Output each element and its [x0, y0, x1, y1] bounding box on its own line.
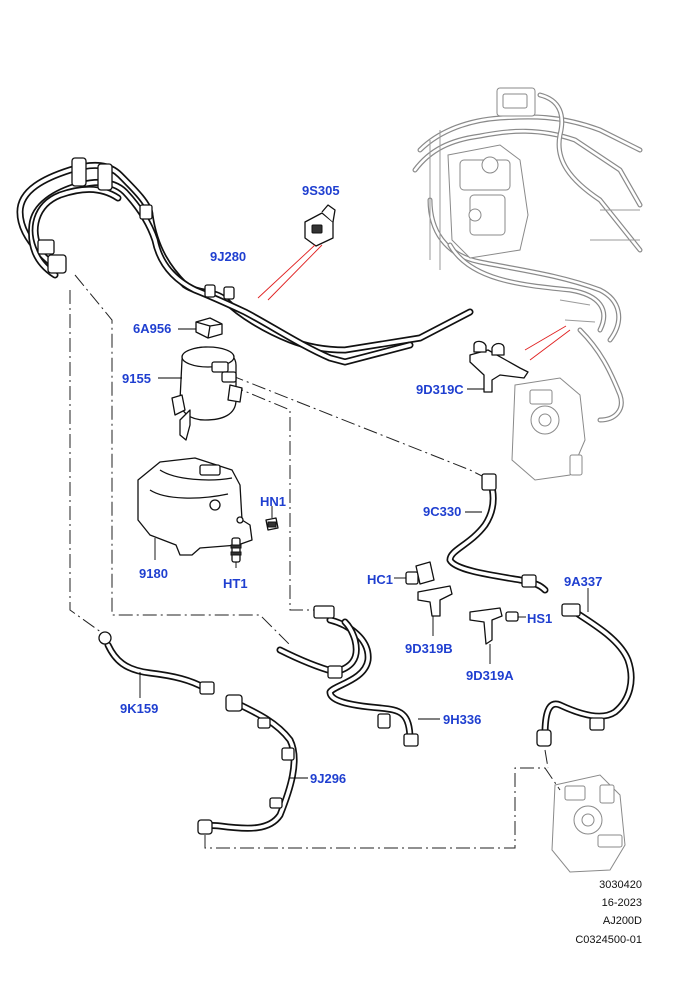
fuel-filter-9155[interactable] [171, 346, 243, 441]
reference-code-2: 16-2023 [601, 897, 642, 909]
clip-HC1[interactable] [405, 561, 435, 585]
callout-9D319A: 9D319A [466, 668, 514, 683]
callout-9J296: 9J296 [310, 771, 346, 786]
reference-code-3: AJ200D [602, 915, 642, 927]
callout-HS1: HS1 [527, 611, 552, 626]
callout-9155: 9155 [122, 371, 151, 386]
bracket-9D319B[interactable] [417, 585, 453, 617]
bracket-9180[interactable] [137, 457, 253, 556]
callout-HC1: HC1 [367, 572, 393, 587]
reference-code-4: C0324500-01 [575, 934, 642, 946]
bracket-9D319A[interactable] [469, 607, 503, 645]
callout-9K159: 9K159 [120, 701, 158, 716]
callout-9180: 9180 [139, 566, 168, 581]
nut-HN1[interactable] [265, 517, 279, 531]
stud-HT1[interactable] [230, 537, 242, 563]
callout-9A337: 9A337 [564, 574, 602, 589]
fuel-tube-9H336 [276, 605, 419, 747]
fuel-tube-9J280 [16, 157, 474, 366]
connector-9S305[interactable] [304, 204, 336, 247]
fuel-tube-9C330 [446, 473, 549, 594]
callout-9C330: 9C330 [423, 504, 461, 519]
reference-code-1: 3030420 [599, 879, 642, 891]
callout-9D319C: 9D319C [416, 382, 464, 397]
fuel-pump-context-illustration [551, 774, 626, 873]
callout-9J280: 9J280 [210, 249, 246, 264]
cap-6A956[interactable] [195, 317, 223, 339]
bracket-9D319C[interactable] [469, 340, 529, 393]
callout-HN1: HN1 [260, 494, 286, 509]
screw-HS1[interactable] [505, 611, 519, 622]
fuel-tube-9A337 [536, 603, 635, 747]
callout-6A956: 6A956 [133, 321, 171, 336]
callout-HT1: HT1 [223, 576, 248, 591]
callout-9D319B: 9D319B [405, 641, 453, 656]
fuel-tube-9K159 [98, 631, 215, 695]
callout-9S305: 9S305 [302, 183, 340, 198]
callout-9H336: 9H336 [443, 712, 481, 727]
engine-context-illustration [412, 87, 643, 481]
fuel-tube-9J296 [197, 694, 298, 835]
